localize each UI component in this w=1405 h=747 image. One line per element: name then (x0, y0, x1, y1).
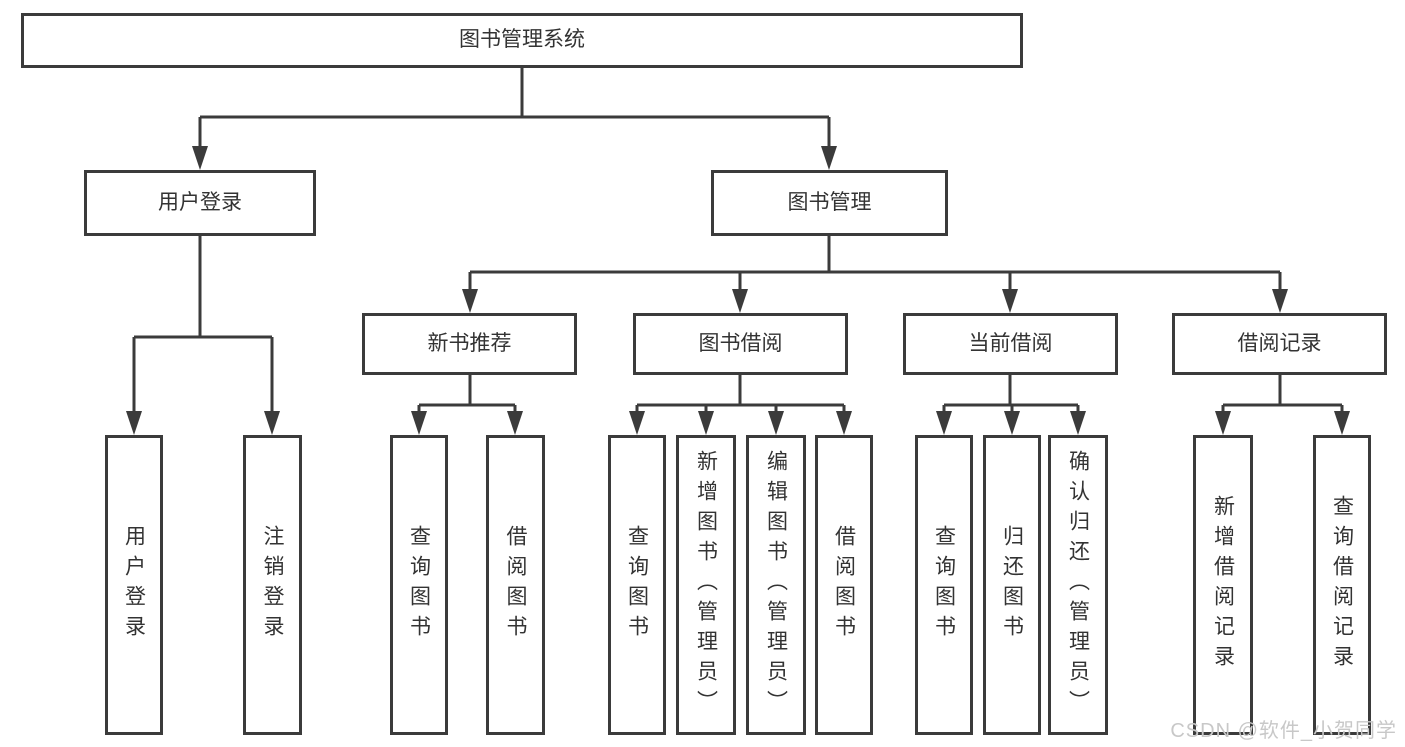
leaf-add-book-admin: 新增图书（管理员） (676, 435, 736, 735)
arrow-down-icon (411, 411, 427, 435)
connector-current-to-leaves (942, 375, 1080, 414)
arrow-down-icon (192, 146, 208, 170)
leaf-logout: 注销登录 (243, 435, 302, 735)
leaf-query-borrow-record: 查询借阅记录 (1313, 435, 1371, 735)
node-user-login-group: 用户登录 (84, 170, 316, 236)
watermark: CSDN @软件_小贺同学 (1170, 720, 1397, 742)
arrow-down-icon (462, 289, 478, 313)
leaf-edit-book-admin: 编辑图书（管理员） (746, 435, 806, 735)
arrow-down-icon (1215, 411, 1231, 435)
leaf-user-login: 用户登录 (105, 435, 163, 735)
connector-root-to-level2 (198, 68, 831, 148)
connector-userlogin-to-leaves (132, 236, 274, 413)
arrow-down-icon (264, 411, 280, 435)
leaf-confirm-return-admin: 确认归还（管理员） (1048, 435, 1108, 735)
arrow-down-icon (629, 411, 645, 435)
node-library-management-system: 图书管理系统 (21, 13, 1023, 68)
arrow-down-icon (836, 411, 852, 435)
arrow-down-icon (1002, 289, 1018, 313)
arrow-down-icon (936, 411, 952, 435)
leaf-query-books-current: 查询图书 (915, 435, 973, 735)
connector-borrow-to-leaves (635, 375, 846, 414)
node-book-management: 图书管理 (711, 170, 948, 236)
connector-line-group (132, 68, 1344, 414)
arrow-down-icon (1070, 411, 1086, 435)
arrow-down-icon (1334, 411, 1350, 435)
leaf-borrow-books-recommend: 借阅图书 (486, 435, 545, 735)
connector-bookmgmt-to-level3 (468, 236, 1282, 291)
leaf-add-borrow-record: 新增借阅记录 (1193, 435, 1253, 735)
arrow-down-icon (1272, 289, 1288, 313)
arrow-down-icon (698, 411, 714, 435)
arrow-down-icon (126, 411, 142, 435)
leaf-borrow-books: 借阅图书 (815, 435, 873, 735)
arrow-down-icon (768, 411, 784, 435)
node-borrowing-records: 借阅记录 (1172, 313, 1387, 375)
arrow-down-icon (821, 146, 837, 170)
node-book-borrowing: 图书借阅 (633, 313, 848, 375)
leaf-query-books-recommend: 查询图书 (390, 435, 448, 735)
arrow-down-icon (1004, 411, 1020, 435)
connector-records-to-leaves (1221, 375, 1344, 414)
leaf-query-books-borrowing: 查询图书 (608, 435, 666, 735)
arrow-down-icon (732, 289, 748, 313)
node-new-book-recommendation: 新书推荐 (362, 313, 577, 375)
leaf-return-books: 归还图书 (983, 435, 1041, 735)
node-current-borrowing: 当前借阅 (903, 313, 1118, 375)
arrowhead-group (126, 146, 1350, 435)
connector-newbook-to-leaves (417, 375, 517, 414)
arrow-down-icon (507, 411, 523, 435)
